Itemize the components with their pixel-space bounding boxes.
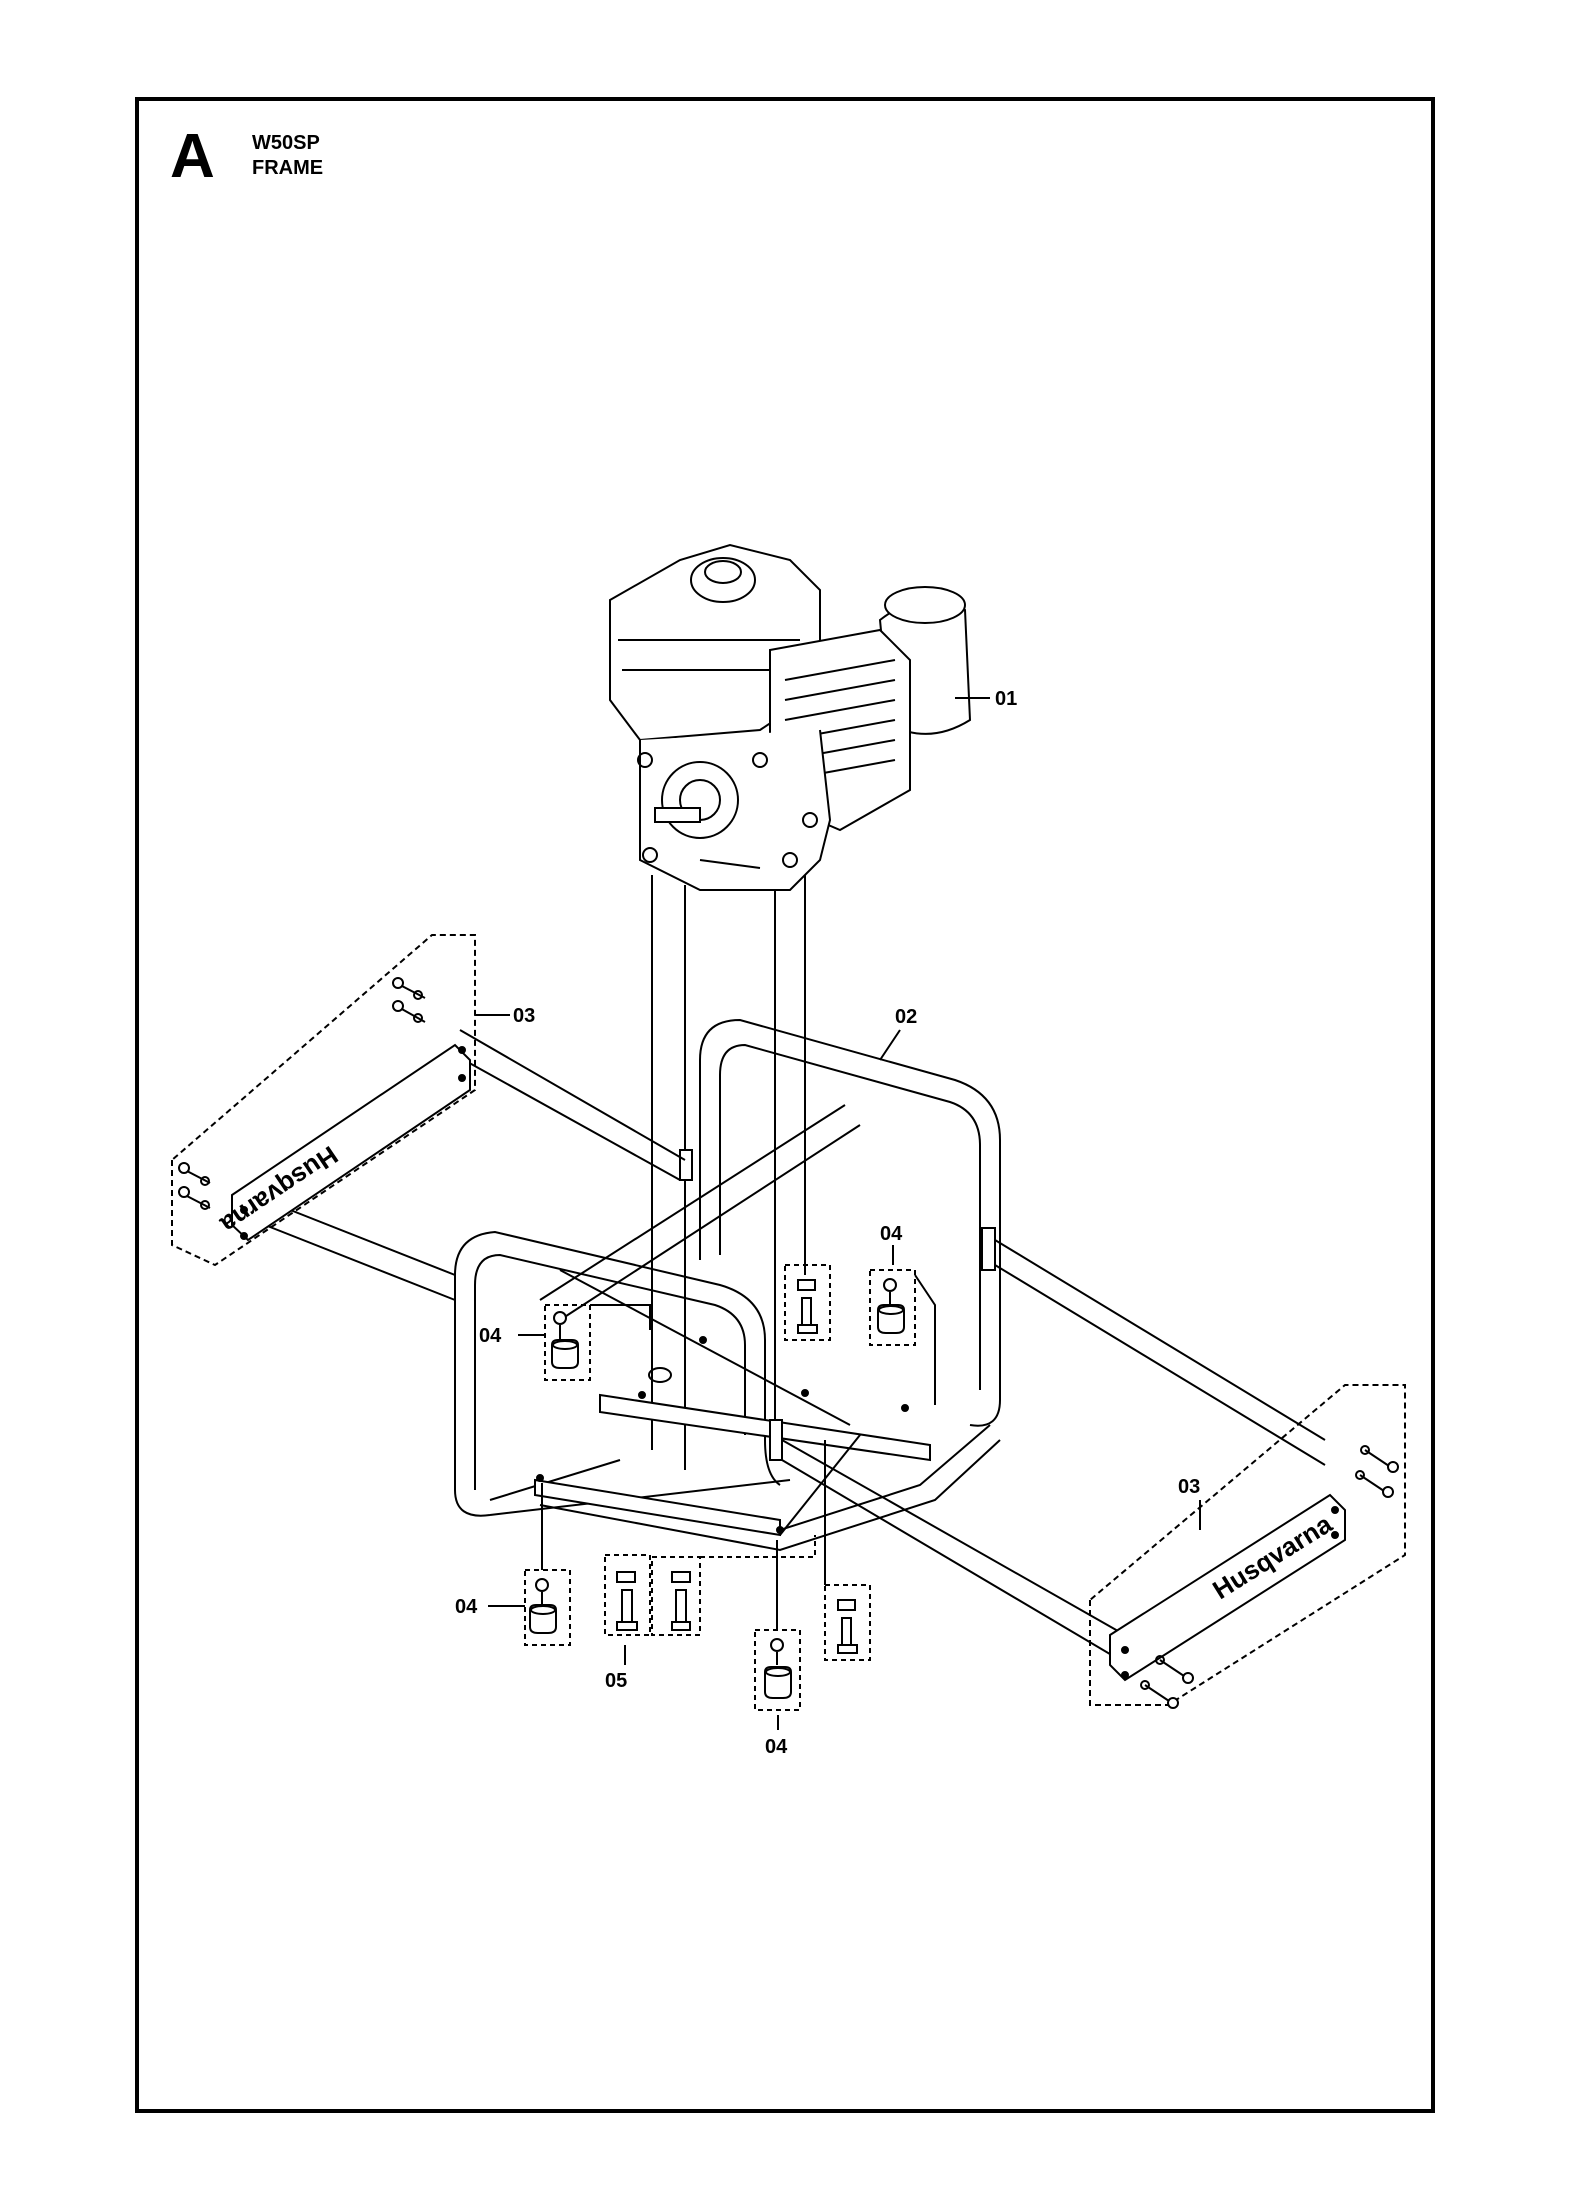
bracket-left-group: Husqvarna (171, 934, 510, 1267)
callout-03-left: 03 (513, 1005, 535, 1027)
callout-04-midright: 04 (880, 1223, 903, 1245)
assembly-line (454, 1029, 686, 1181)
model-name: W50SP (252, 132, 320, 154)
engine (609, 543, 972, 891)
leader-02 (879, 1029, 901, 1061)
bolt-group-right (824, 1440, 871, 1661)
bolt-group-center (604, 1535, 816, 1636)
mount-mid-right (869, 1269, 936, 1405)
section-title: FRAME (252, 157, 324, 179)
tubular-frame (454, 1018, 1001, 1552)
mount-mid-left (544, 1304, 651, 1381)
callout-04-bottomcenter: 04 (765, 1736, 788, 1758)
mount-bottom-center (754, 1540, 801, 1711)
assembly-line (559, 1269, 861, 1536)
callout-03-right: 03 (1178, 1476, 1200, 1498)
callout-04-bottomleft: 04 (455, 1596, 478, 1618)
assembly-line (264, 1199, 456, 1301)
callout-01: 01 (995, 688, 1017, 710)
callout-05: 05 (605, 1670, 627, 1692)
assembly-line (781, 1439, 1126, 1661)
bracket-left-logo: Husqvarna (215, 1140, 344, 1240)
bolt-group-mid (784, 1264, 831, 1341)
callout-02: 02 (895, 1006, 917, 1028)
mount-bottom-left (524, 1483, 571, 1646)
assembly-line (994, 1239, 1326, 1466)
section-letter: A (170, 122, 215, 191)
page-border (135, 97, 1435, 2113)
bracket-right-group: Husqvarna (1089, 1384, 1406, 1709)
callout-04-midleft: 04 (479, 1325, 502, 1347)
